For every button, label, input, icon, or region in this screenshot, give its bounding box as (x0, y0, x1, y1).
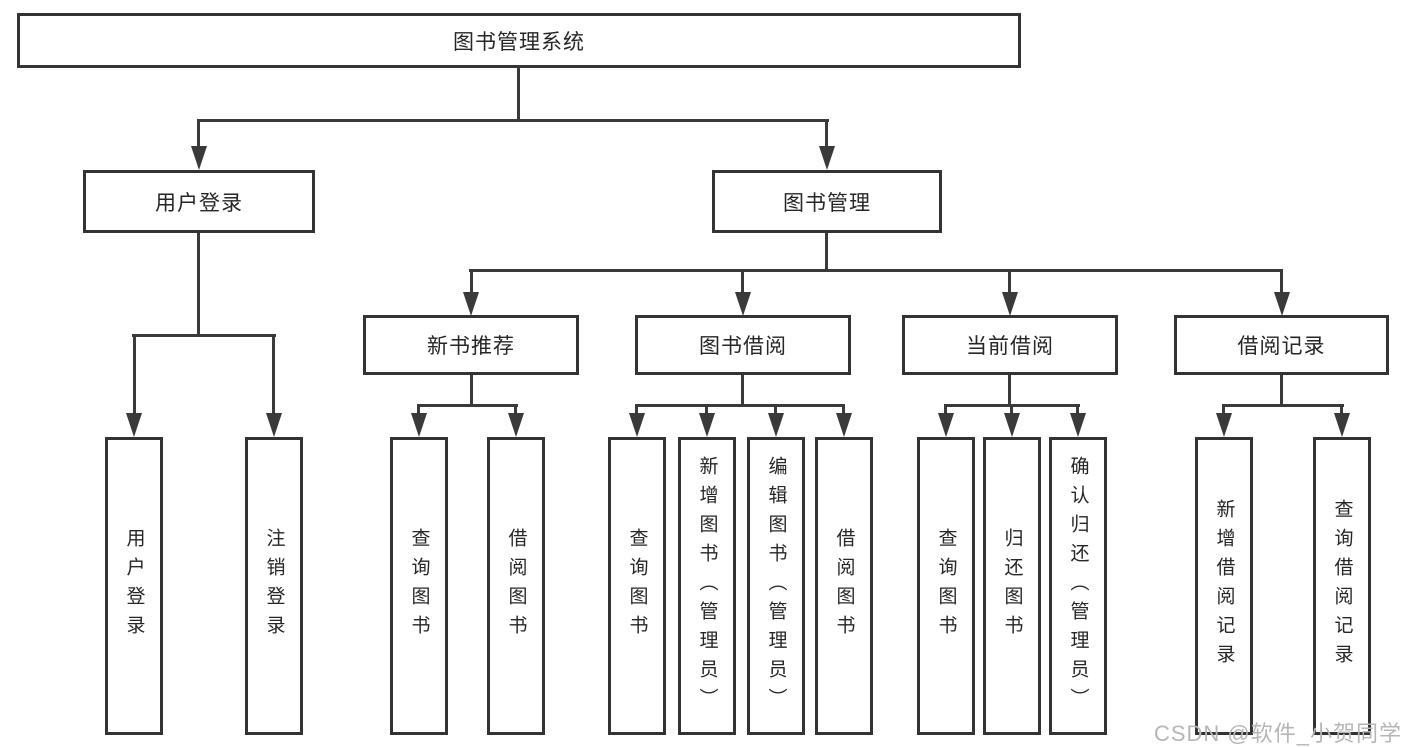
node-book-management: 图书管理 (712, 170, 942, 233)
leaf-query-books-borrow: 查询图书 (608, 437, 666, 735)
connector (1010, 406, 1013, 415)
arrowhead-icon (1004, 413, 1020, 437)
node-label: 借阅记录 (1237, 335, 1326, 358)
connector (197, 233, 200, 337)
connector (272, 336, 275, 416)
connector (1222, 404, 1344, 407)
leaf-borrow-books-borrow: 借阅图书 (815, 437, 873, 735)
leaf-label: 查询图书 (408, 528, 430, 644)
arrowhead-icon (836, 413, 852, 437)
arrowhead-icon (1216, 413, 1232, 437)
leaf-label: 归还图书 (1001, 528, 1023, 644)
leaf-borrow-books-recommend: 借阅图书 (487, 437, 545, 735)
leaf-label: 查询图书 (626, 528, 648, 644)
leaf-label: 查询图书 (935, 528, 957, 644)
connector (417, 406, 420, 415)
arrowhead-icon (508, 413, 524, 437)
connector (470, 271, 473, 295)
node-label: 图书借阅 (699, 335, 787, 358)
connector (705, 406, 708, 415)
leaf-edit-book-admin: 编辑图书（管理员） (747, 437, 805, 735)
connector (944, 404, 1080, 407)
connector (1008, 271, 1011, 295)
arrowhead-icon (463, 292, 479, 316)
connector (1280, 271, 1283, 295)
leaf-label: 借阅图书 (505, 528, 527, 644)
leaf-logout-login: 注销登录 (245, 437, 303, 735)
leaf-label: 查询借阅记录 (1331, 499, 1353, 673)
connector (470, 375, 473, 406)
connector (635, 404, 845, 407)
arrowhead-icon (411, 413, 427, 437)
connector (1280, 375, 1283, 406)
arrowhead-icon (1002, 292, 1018, 316)
leaf-label: 借阅图书 (833, 528, 855, 644)
connector (133, 336, 136, 416)
node-label: 当前借阅 (966, 335, 1054, 358)
connector (944, 406, 947, 415)
arrowhead-icon (1070, 413, 1086, 437)
connector (1340, 406, 1343, 415)
leaf-label: 确认归还（管理员） (1067, 455, 1089, 717)
leaf-add-book-admin: 新增图书（管理员） (678, 437, 736, 735)
connector (132, 334, 276, 337)
connector (469, 269, 1283, 272)
arrowhead-icon (629, 413, 645, 437)
connector (774, 406, 777, 415)
arrowhead-icon (126, 413, 142, 437)
leaf-add-borrow-record: 新增借阅记录 (1195, 437, 1253, 735)
arrowhead-icon (768, 413, 784, 437)
node-current-borrowing: 当前借阅 (902, 315, 1118, 375)
connector (825, 233, 828, 272)
arrowhead-icon (266, 413, 282, 437)
connector (1222, 406, 1225, 415)
connector (197, 120, 200, 150)
connector (197, 119, 829, 122)
connector (842, 406, 845, 415)
connector (1076, 406, 1079, 415)
connector (417, 404, 518, 407)
arrowhead-icon (1274, 292, 1290, 316)
leaf-label: 新增图书（管理员） (696, 455, 718, 717)
arrowhead-icon (938, 413, 954, 437)
node-root-system: 图书管理系统 (17, 13, 1021, 68)
leaf-user-login: 用户登录 (105, 437, 163, 735)
node-label: 新书推荐 (427, 335, 515, 358)
connector (635, 406, 638, 415)
node-borrow-records: 借阅记录 (1174, 315, 1389, 375)
leaf-return-book: 归还图书 (983, 437, 1041, 735)
node-user-login: 用户登录 (83, 170, 315, 233)
leaf-label: 注销登录 (263, 528, 285, 644)
arrowhead-icon (191, 146, 207, 170)
connector (741, 375, 744, 406)
connector (514, 406, 517, 415)
connector (517, 68, 520, 121)
csdn-watermark: CSDN @软件_小贺同学 (1153, 721, 1402, 746)
arrowhead-icon (699, 413, 715, 437)
connector (825, 120, 828, 150)
leaf-label: 编辑图书（管理员） (765, 455, 787, 717)
leaf-label: 新增借阅记录 (1213, 499, 1235, 673)
leaf-query-borrow-record: 查询借阅记录 (1313, 437, 1371, 735)
node-book-borrowing: 图书借阅 (635, 315, 851, 375)
arrowhead-icon (819, 146, 835, 170)
connector (1008, 375, 1011, 406)
arrowhead-icon (1334, 413, 1350, 437)
leaf-confirm-return-admin: 确认归还（管理员） (1049, 437, 1107, 735)
node-label: 图书管理系统 (453, 30, 585, 54)
arrowhead-icon (735, 292, 751, 316)
node-label: 用户登录 (155, 191, 243, 215)
connector (741, 271, 744, 295)
leaf-query-books-current: 查询图书 (917, 437, 975, 735)
leaf-query-books-recommend: 查询图书 (390, 437, 448, 735)
node-label: 图书管理 (783, 191, 871, 215)
node-new-book-recommend: 新书推荐 (363, 315, 579, 375)
leaf-label: 用户登录 (123, 528, 145, 644)
